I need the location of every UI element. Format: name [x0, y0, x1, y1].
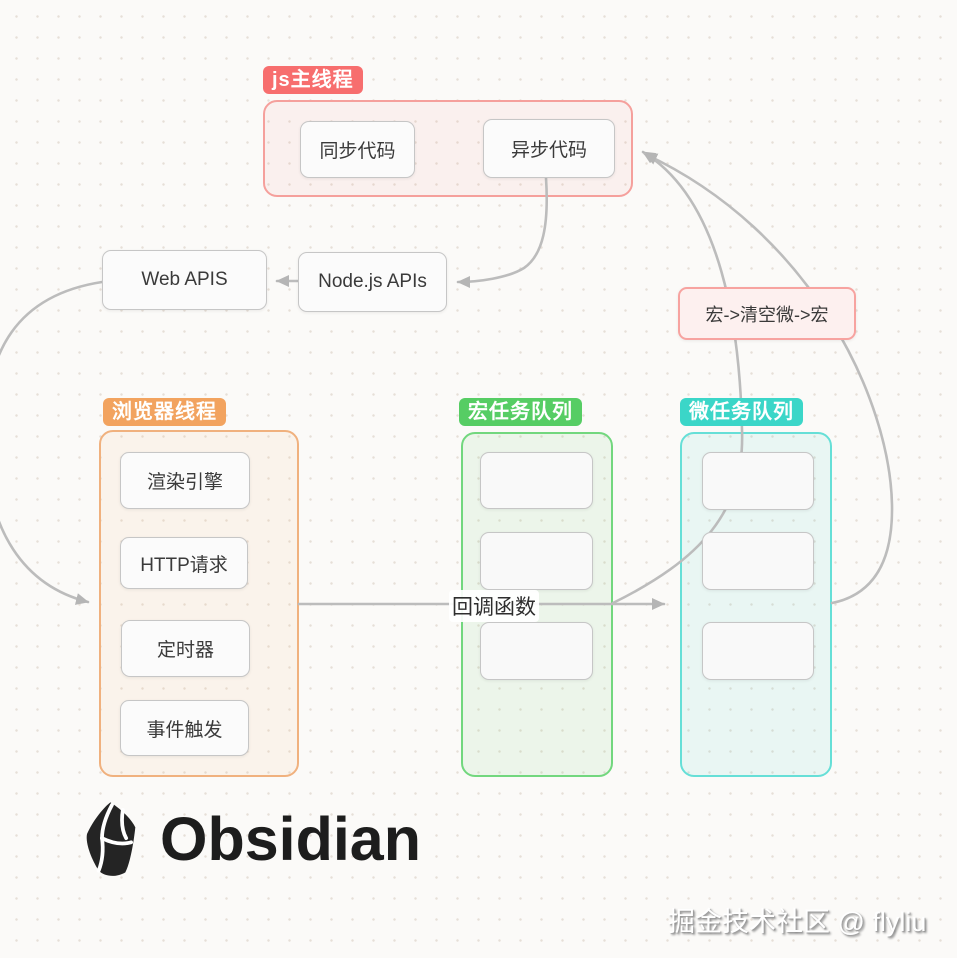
sync-code-node[interactable]: 同步代码 [300, 121, 415, 178]
macro-micro-rule-node[interactable]: 宏->清空微->宏 [678, 287, 856, 340]
macro-slot-1[interactable] [480, 452, 593, 509]
nodejs-apis-node[interactable]: Node.js APIs [298, 252, 447, 312]
micro-slot-1[interactable] [702, 452, 814, 510]
obsidian-gem-icon [86, 802, 136, 876]
web-apis-node[interactable]: Web APIS [102, 250, 267, 310]
obsidian-wordmark: Obsidian [160, 805, 421, 873]
render-engine-node[interactable]: 渲染引擎 [120, 452, 250, 509]
obsidian-logo: Obsidian [82, 800, 421, 878]
edge-web-to-browser [0, 280, 104, 605]
event-trigger-node[interactable]: 事件触发 [120, 700, 249, 756]
timer-node[interactable]: 定时器 [121, 620, 250, 677]
micro-slot-2[interactable] [702, 532, 814, 590]
macro-slot-3[interactable] [480, 622, 593, 680]
callback-edge-label: 回调函数 [449, 590, 539, 622]
watermark-text: 掘金技术社区 @ flyliu [668, 907, 927, 937]
macro-slot-2[interactable] [480, 532, 593, 590]
edge-micro-to-async [643, 152, 894, 605]
http-request-node[interactable]: HTTP请求 [120, 537, 248, 589]
browser-thread-label[interactable]: 浏览器线程 [103, 398, 226, 426]
micro-queue-label[interactable]: 微任务队列 [680, 398, 803, 426]
macro-queue-label[interactable]: 宏任务队列 [459, 398, 582, 426]
async-code-node[interactable]: 异步代码 [483, 119, 615, 178]
edge-async-to-node [456, 176, 549, 288]
micro-slot-3[interactable] [702, 622, 814, 680]
main-thread-label[interactable]: js主线程 [263, 66, 363, 94]
edge-macro-to-async [611, 150, 744, 605]
